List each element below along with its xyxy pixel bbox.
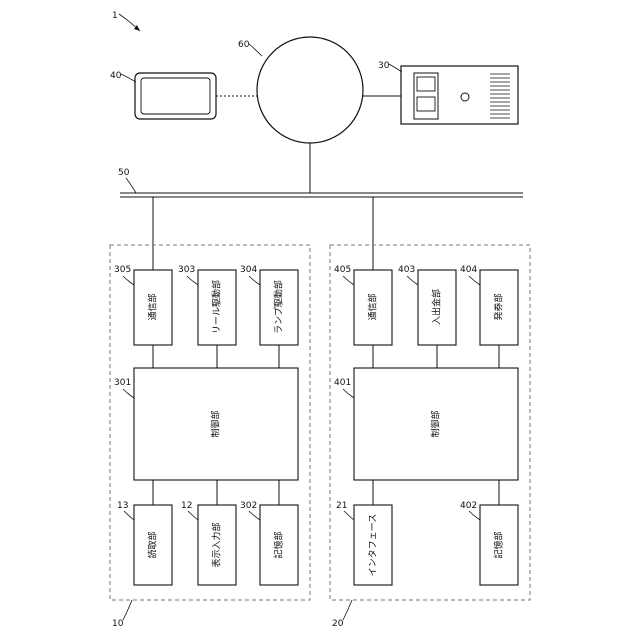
- unit10-reader-ref-leader: [124, 511, 134, 520]
- unit10-storage-label: 記憶部: [273, 531, 285, 558]
- unit20-storage-label: 記憶部: [493, 531, 505, 558]
- unit20-ticket-label: 発券部: [493, 293, 505, 320]
- unit10-display-ref-leader: [188, 511, 198, 520]
- unit20-comm-ref: 405: [334, 265, 351, 275]
- figure-ref-arrowhead: [134, 25, 140, 31]
- network-ref: 60: [238, 40, 250, 50]
- server-power-button: [461, 93, 469, 101]
- unit20-storage-ref-leader: [469, 511, 480, 520]
- unit20-comm-ref-leader: [343, 276, 354, 285]
- network-circle: [257, 37, 363, 143]
- unit20-ref: 20: [332, 619, 344, 629]
- unit10-control-ref-leader: [123, 389, 134, 398]
- server-drive-bay: [414, 73, 438, 119]
- unit20-cash-ref: 403: [398, 265, 415, 275]
- unit10-control-label: 制御部: [210, 410, 222, 437]
- unit20-ticket-ref-leader: [469, 276, 480, 285]
- tablet-ref-leader: [121, 74, 136, 82]
- server-computer: [401, 66, 518, 124]
- unit10-reel-ref-leader: [187, 276, 198, 285]
- unit20-interface-label: インタフェース: [368, 514, 379, 577]
- server-ref-leader: [389, 64, 402, 72]
- unit10-reader-ref: 13: [117, 501, 128, 511]
- unit20-cash-ref-leader: [407, 276, 418, 285]
- unit10-storage-ref: 302: [240, 501, 257, 511]
- unit20-ticket-ref: 404: [460, 265, 477, 275]
- unit10-reel-ref: 303: [178, 265, 195, 275]
- unit20-control-ref: 401: [334, 378, 351, 388]
- unit10-ref-leader: [123, 600, 132, 620]
- bus-ref: 50: [118, 168, 130, 178]
- unit10-lamp-ref-leader: [249, 276, 260, 285]
- unit20-ref-leader: [343, 600, 352, 620]
- unit10-display-ref: 12: [181, 501, 192, 511]
- unit20-storage-ref: 402: [460, 501, 477, 511]
- network-ref-leader: [249, 44, 262, 56]
- server-vent: [490, 74, 510, 118]
- unit20-control-ref-leader: [343, 389, 354, 398]
- unit20-comm-label: 通信部: [367, 293, 379, 320]
- unit20-interface-ref-leader: [344, 511, 354, 520]
- unit20-cash-label: 入出金部: [431, 289, 443, 325]
- unit10-comm-label: 通信部: [147, 293, 159, 320]
- unit10-lamp-ref: 304: [240, 265, 257, 275]
- unit20-control-label: 制御部: [430, 410, 442, 437]
- tablet-screen: [141, 78, 210, 114]
- server-drive-slot: [417, 77, 435, 91]
- unit10-reader-label: 読取部: [147, 531, 159, 558]
- bus-ref-leader: [126, 178, 136, 193]
- server-drive-slot: [417, 97, 435, 111]
- tablet-ref: 40: [110, 71, 122, 81]
- unit10-control-ref: 301: [114, 378, 131, 388]
- tablet-terminal: [135, 73, 216, 119]
- unit10-lamp-label: ランプ駆動部: [273, 280, 285, 334]
- unit10-ref: 10: [112, 619, 124, 629]
- unit10-comm-ref-leader: [123, 276, 134, 285]
- unit10-display-label: 表示入力部: [211, 522, 223, 567]
- server-ref: 30: [378, 61, 390, 71]
- figure-ref: 1: [112, 11, 118, 21]
- unit20-interface-ref: 21: [336, 501, 347, 511]
- unit10-comm-ref: 305: [114, 265, 131, 275]
- unit10-storage-ref-leader: [249, 511, 260, 520]
- unit10-reel-label: リール駆動部: [211, 280, 223, 334]
